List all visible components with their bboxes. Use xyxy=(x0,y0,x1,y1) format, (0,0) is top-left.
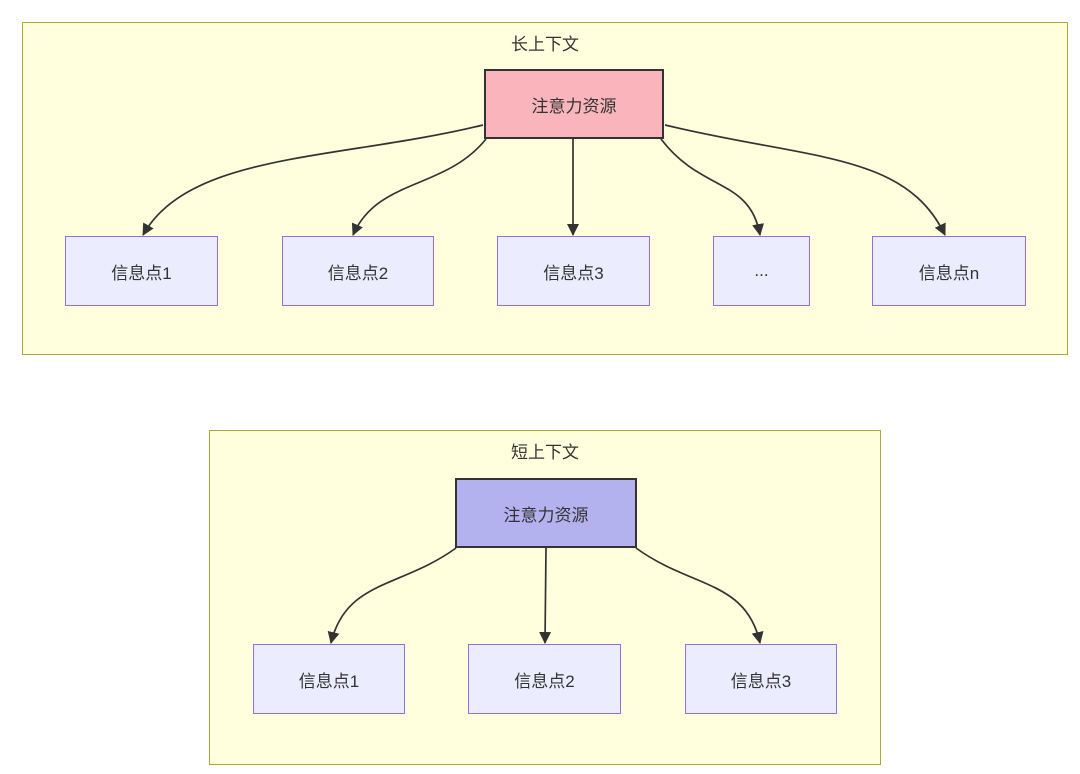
info-node-long-1: 信息点1 xyxy=(65,236,218,306)
info-node-short-3: 信息点3 xyxy=(685,644,837,714)
info-node-short-1: 信息点1 xyxy=(253,644,405,714)
attention-resource-node-short: 注意力资源 xyxy=(455,478,637,548)
info-node-long-ellipsis: ... xyxy=(713,236,810,306)
info-node-long-3: 信息点3 xyxy=(497,236,650,306)
section-long-title: 长上下文 xyxy=(511,35,579,54)
attention-resource-node-long: 注意力资源 xyxy=(484,69,664,139)
info-node-long-2: 信息点2 xyxy=(282,236,434,306)
info-node-long-n: 信息点n xyxy=(872,236,1026,306)
info-node-short-2: 信息点2 xyxy=(468,644,621,714)
section-short-title: 短上下文 xyxy=(511,443,579,462)
